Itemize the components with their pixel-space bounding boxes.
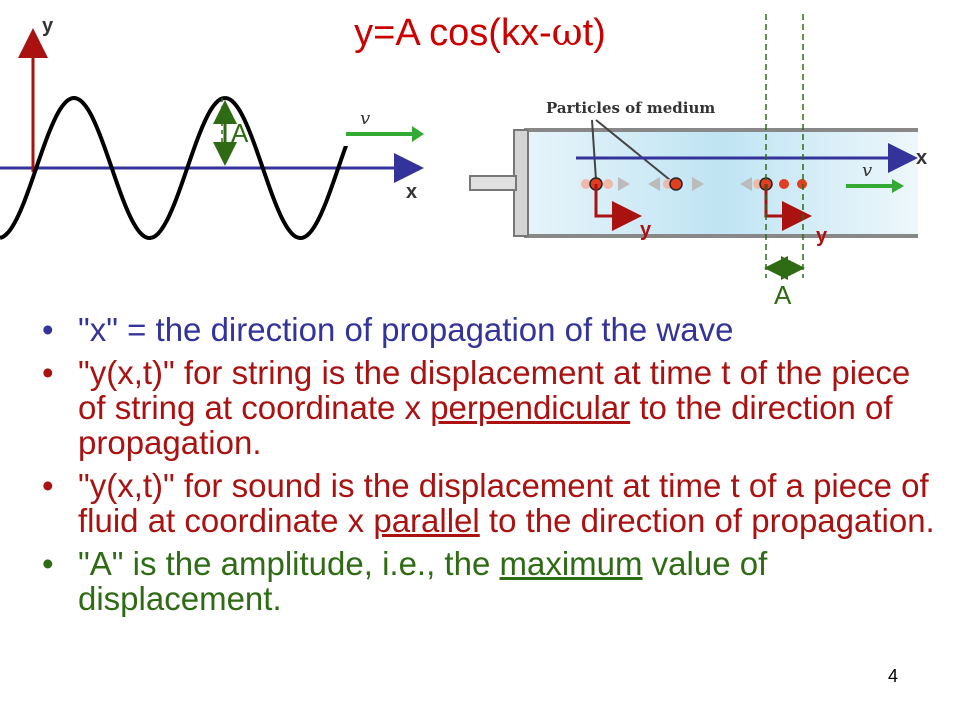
wave-diagrams: v y x A Particles of medium — [0, 14, 927, 310]
bullet-dot: • — [42, 311, 54, 348]
bullet-text-pre: "y(x,t)" for string is the displacement … — [78, 354, 911, 426]
particle-highlighted — [669, 177, 683, 191]
string-velocity-label: v — [360, 108, 370, 129]
particle — [797, 179, 807, 189]
particle-arrow — [618, 177, 630, 191]
bullet-underlined: perpendicular — [430, 389, 631, 426]
bullet-text-post: to the direction of propagation. — [78, 389, 893, 461]
particle-arrow — [692, 177, 704, 191]
particle — [581, 179, 591, 189]
bullet-string: • "y(x,t)" for string is the displacemen… — [40, 355, 940, 460]
sound-wave-diagram: Particles of medium v x y y — [469, 14, 927, 310]
sound-velocity-label: v — [862, 160, 872, 181]
sound-x-label: x — [916, 147, 927, 169]
caption-pointer-2 — [595, 119, 671, 181]
string-wave-diagram: v y x A — [0, 15, 424, 241]
string-velocity-arrowhead — [412, 126, 424, 142]
sound-amplitude-label: A — [774, 280, 792, 310]
title-prefix: y=A cos(kx- — [354, 12, 552, 54]
bullet-text-post: value of displacement. — [78, 545, 768, 617]
sound-y-label-1: y — [640, 219, 652, 241]
sound-y-label-2: y — [816, 225, 828, 247]
sound-y-axis-1 — [594, 184, 642, 231]
caption-pointer-1 — [591, 119, 597, 181]
bullet-list: • "x" = the direction of propagation of … — [40, 312, 940, 624]
bullet-dot: • — [42, 545, 54, 582]
bullet-underlined: maximum — [499, 545, 643, 582]
bullet-text: "x" = the direction of propagation of th… — [78, 311, 734, 348]
particles-caption: Particles of medium — [546, 99, 715, 117]
velocity-box — [338, 102, 418, 146]
particle — [779, 179, 789, 189]
slide-title: y=A cos(kx-ωt) — [0, 10, 960, 55]
string-amplitude-label: A — [231, 118, 249, 148]
sound-velocity-arrowhead — [892, 179, 904, 193]
bullet-dot: • — [42, 467, 54, 504]
title-omega: ω — [551, 10, 583, 54]
string-wave-curve — [0, 95, 362, 241]
title-suffix: t) — [582, 12, 606, 54]
particle — [603, 179, 613, 189]
bullet-text-pre: "y(x,t)" for sound is the displacement a… — [78, 467, 929, 539]
particle-arrow — [740, 177, 752, 191]
particle-arrow — [648, 177, 660, 191]
bullet-underlined: parallel — [373, 502, 480, 539]
string-x-label: x — [406, 181, 417, 203]
string-y-label: y — [42, 15, 54, 37]
bullet-text-pre: "A" is the amplitude, i.e., the — [78, 545, 500, 582]
page-number: 4 — [888, 666, 899, 686]
piston-rod — [469, 175, 517, 191]
bullet-dot: • — [42, 354, 54, 391]
bullet-direction: • "x" = the direction of propagation of … — [40, 312, 940, 347]
bullet-text-post: to the direction of propagation. — [479, 502, 935, 539]
bullet-sound: • "y(x,t)" for sound is the displacement… — [40, 468, 940, 538]
bullet-amplitude: • "A" is the amplitude, i.e., the maximu… — [40, 546, 940, 616]
